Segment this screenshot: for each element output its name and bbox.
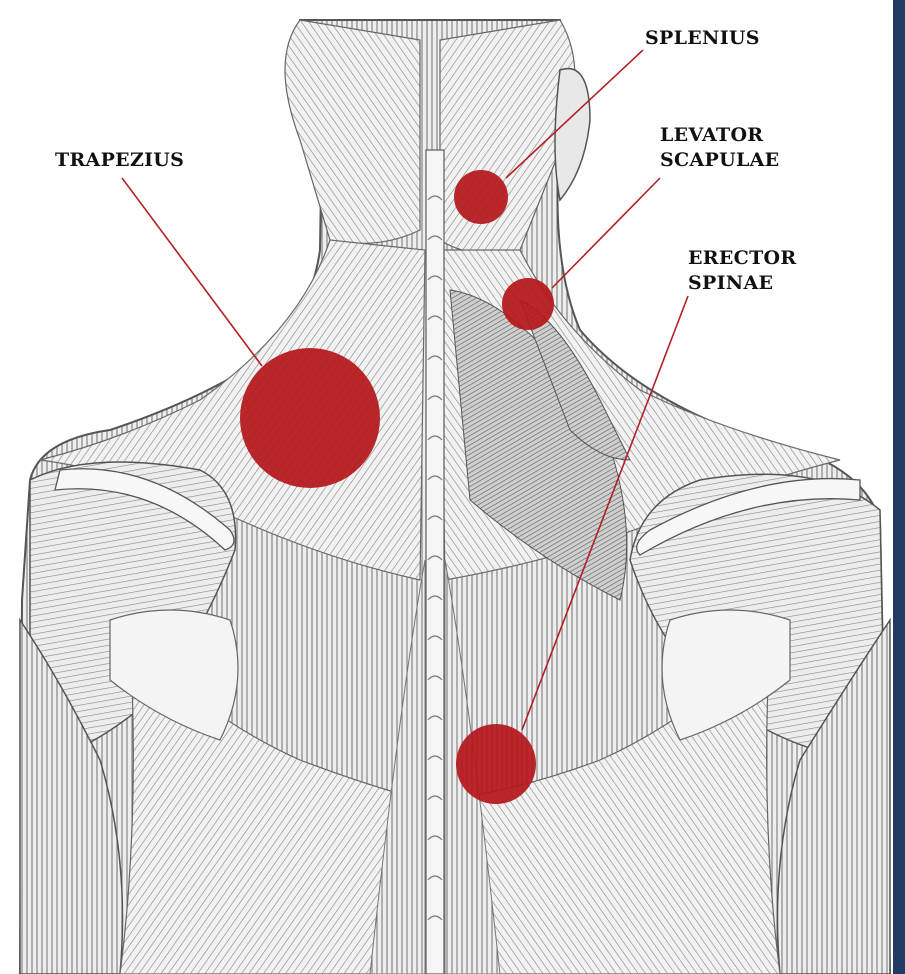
levator-scapulae-label-line1: LEVATOR — [660, 124, 763, 146]
trapezius-label: TRAPEZIUS — [55, 149, 184, 171]
trapezius-leader-line — [122, 178, 262, 366]
trapezius-hotspot — [240, 348, 380, 488]
erector-spinae-label-line2: SPINAE — [688, 272, 773, 294]
levator-scapulae-hotspot — [502, 278, 554, 330]
frame-edge-bar — [893, 0, 905, 974]
levator-scapulae-leader-line — [552, 178, 660, 288]
erector-spinae-label-line1: ERECTOR — [688, 247, 796, 269]
erector-spinae-hotspot — [456, 724, 536, 804]
levator-scapulae-label-line2: SCAPULAE — [660, 149, 779, 171]
splenius-hotspot — [454, 170, 508, 224]
splenius-label: SPLENIUS — [645, 27, 760, 49]
